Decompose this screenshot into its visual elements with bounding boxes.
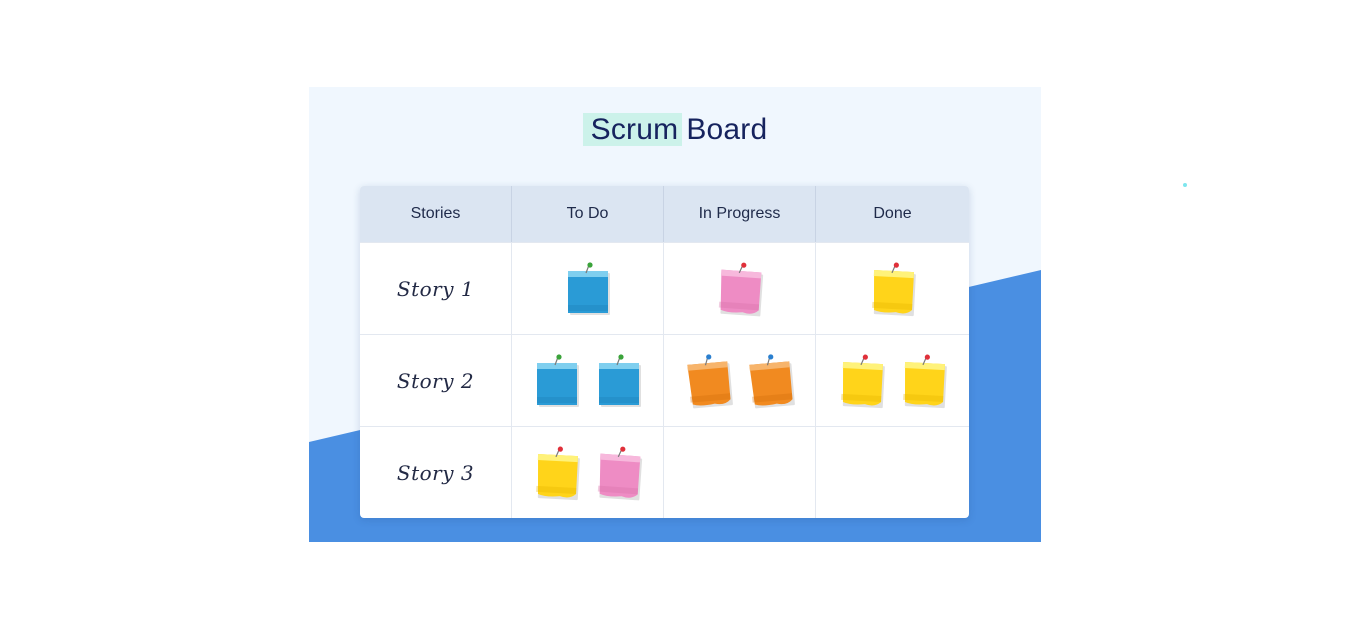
pushpin-icon	[555, 353, 562, 360]
pushpin-icon	[740, 262, 746, 268]
story-label-cell: Story 3	[360, 427, 512, 518]
cell-done	[816, 243, 969, 334]
story-label: Story 2	[396, 368, 475, 393]
story-row: Story 3	[360, 426, 969, 518]
column-header-to-do: To Do	[512, 186, 664, 242]
orange-sticky-note[interactable]	[683, 353, 735, 409]
cell-in-progress	[664, 335, 816, 426]
blue-sticky-note[interactable]	[531, 353, 583, 409]
story-label: Story 3	[396, 460, 475, 485]
board-rows: Story 1 Story 2 Story 3	[360, 242, 969, 518]
pushpin-icon	[619, 446, 625, 452]
story-label-cell: Story 2	[360, 335, 512, 426]
pushpin-icon	[893, 262, 899, 268]
yellow-sticky-note[interactable]	[531, 445, 583, 501]
orange-sticky-note[interactable]	[745, 353, 797, 409]
cell-done	[816, 427, 969, 518]
pushpin-icon	[767, 353, 773, 360]
pushpin-icon	[862, 354, 868, 360]
cell-in-progress	[664, 427, 816, 518]
cell-to-do	[512, 427, 664, 518]
blue-sticky-note[interactable]	[593, 353, 645, 409]
blue-sticky-note[interactable]	[562, 261, 614, 317]
yellow-sticky-note[interactable]	[898, 353, 950, 409]
cell-to-do	[512, 243, 664, 334]
pink-sticky-note[interactable]	[714, 261, 766, 317]
column-header-in-progress: In Progress	[664, 186, 816, 242]
story-label-cell: Story 1	[360, 243, 512, 334]
story-row: Story 1	[360, 242, 969, 334]
cell-done	[816, 335, 969, 426]
story-row: Story 2	[360, 334, 969, 426]
yellow-sticky-note[interactable]	[867, 261, 919, 317]
pushpin-icon	[586, 261, 593, 268]
column-header-stories: Stories	[360, 186, 512, 242]
yellow-sticky-note[interactable]	[836, 353, 888, 409]
pink-sticky-note[interactable]	[593, 445, 645, 501]
title-rest-word: Board	[686, 113, 768, 146]
cell-in-progress	[664, 243, 816, 334]
story-label: Story 1	[396, 276, 475, 301]
pushpin-icon	[557, 446, 563, 452]
pushpin-icon	[924, 354, 930, 360]
board-header-row: Stories To Do In Progress Done	[360, 186, 969, 242]
pushpin-icon	[617, 353, 624, 360]
column-header-done: Done	[873, 205, 912, 222]
cell-to-do	[512, 335, 664, 426]
title-highlight-word: Scrum	[582, 113, 683, 146]
decorative-dot	[1183, 183, 1187, 187]
pushpin-icon	[705, 353, 711, 360]
